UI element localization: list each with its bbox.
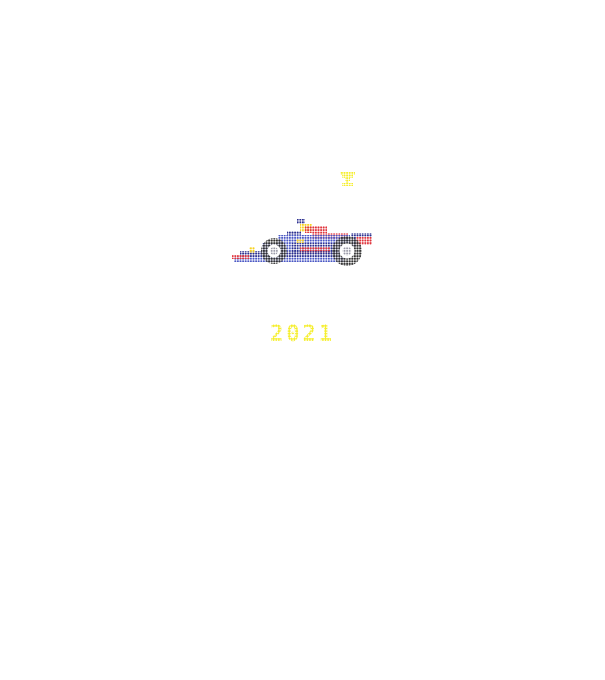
year-label: 2021 <box>0 322 605 348</box>
race-car-icon <box>232 219 372 266</box>
trophy-icon <box>340 172 355 186</box>
